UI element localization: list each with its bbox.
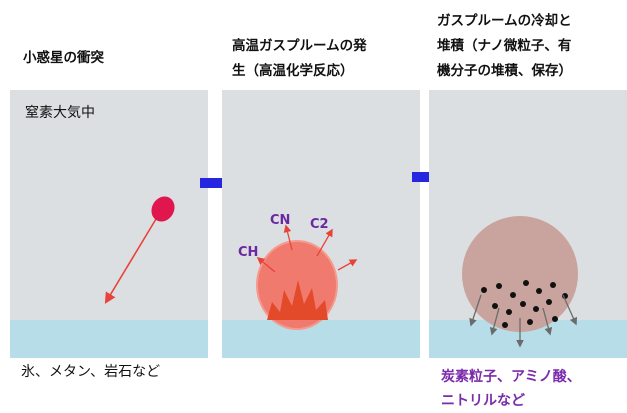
deposition-arrow xyxy=(489,307,500,336)
deposition-arrows xyxy=(469,294,578,348)
particle-icon xyxy=(552,316,558,322)
particle-icon xyxy=(550,282,556,288)
products-caption-line: 炭素粒子、アミノ酸、 xyxy=(441,369,581,385)
ice-surface-layer xyxy=(10,320,208,358)
trajectory-arrow-icon xyxy=(104,218,157,304)
panel2-title: 高温ガスプルームの発 生（高温化学反応） xyxy=(232,34,367,84)
atmosphere-label: 窒素大気中 xyxy=(25,105,95,121)
hot-plume-panel: CH CN C2 xyxy=(222,90,420,358)
molecule-label-ch: CH xyxy=(238,245,258,260)
molecule-label-c2: C2 xyxy=(310,217,329,232)
panel3-title-line: 堆積（ナノ微粒子、有 xyxy=(437,38,572,54)
ejecta-arrow xyxy=(283,224,293,251)
particle-icon xyxy=(523,280,529,286)
impactor-icon xyxy=(151,196,175,222)
panel3-title-line: 機分子の堆積、保存） xyxy=(437,63,572,79)
deposition-arrow xyxy=(562,294,578,326)
particle-icon xyxy=(510,292,516,298)
products-caption-line: ニトリルなど xyxy=(441,393,525,409)
ejecta-arrow xyxy=(316,228,333,257)
ice-surface-layer xyxy=(222,320,420,358)
particle-icon xyxy=(481,287,487,293)
ejecta-arrow xyxy=(337,259,358,271)
panel3-title-line: ガスプルームの冷却と xyxy=(437,13,572,29)
panel1-title-line: 小惑星の衝突 xyxy=(23,50,104,66)
particle-icon xyxy=(496,283,502,289)
molecule-label-cn: CN xyxy=(270,213,290,228)
particle-icon xyxy=(533,306,539,312)
cooling-deposition-panel xyxy=(429,90,627,358)
hot-plume-illustration: CH CN C2 xyxy=(238,213,358,330)
particle-icon xyxy=(546,299,552,305)
panel2-title-line: 高温ガスプルームの発 xyxy=(232,38,367,54)
impact-panel: 窒素大気中 xyxy=(10,90,208,358)
panel2-title-line: 生（高温化学反応） xyxy=(232,63,354,79)
particle-icon xyxy=(506,309,512,315)
cooled-plume-illustration xyxy=(462,216,578,348)
particle-icon xyxy=(520,301,526,307)
target-materials-caption: 氷、メタン、岩石など xyxy=(21,364,161,380)
deposition-arrow xyxy=(542,307,553,336)
particle-icon xyxy=(536,288,542,294)
particle-icon xyxy=(492,303,498,309)
panel1-title: 小惑星の衝突 xyxy=(23,46,104,71)
cooled-gas-plume xyxy=(462,216,578,332)
particle-group xyxy=(481,280,568,328)
particle-icon xyxy=(527,319,533,325)
explosion-icon xyxy=(267,280,328,320)
particle-icon xyxy=(502,322,508,328)
panel3-title: ガスプルームの冷却と 堆積（ナノ微粒子、有 機分子の堆積、保存） xyxy=(437,9,572,84)
ejecta-arrow xyxy=(256,257,276,273)
products-caption: 炭素粒子、アミノ酸、 ニトリルなど xyxy=(441,365,581,413)
deposition-arrow xyxy=(469,294,482,327)
impact-illustration xyxy=(104,196,175,304)
